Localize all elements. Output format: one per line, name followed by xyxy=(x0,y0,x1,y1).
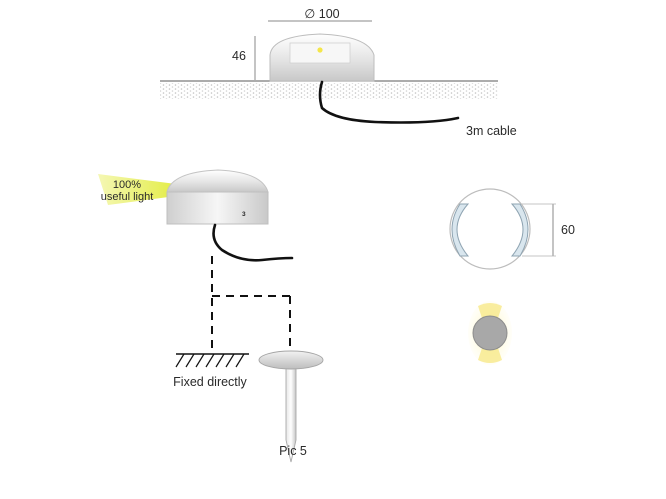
left-section: 100% useful light 3 Fixed directly xyxy=(98,169,324,463)
glow-bottom-beam xyxy=(478,348,502,363)
light-beam xyxy=(98,174,176,205)
top-view-right-lens xyxy=(510,203,529,257)
cable-label: 3m cable xyxy=(466,124,517,138)
glow-top-beam xyxy=(478,303,502,318)
top-view-ring xyxy=(449,188,531,270)
light-label-line1: 100% xyxy=(113,179,141,191)
diameter-label: ∅ 100 xyxy=(304,7,339,21)
light-label-line2: useful light xyxy=(101,191,154,203)
width-label: 60 xyxy=(561,223,575,237)
right-section: 60 xyxy=(449,188,575,365)
glow-fixture-body xyxy=(472,315,508,351)
top-fixture-lens xyxy=(289,42,351,64)
pic-label: Pic 5 xyxy=(279,444,307,458)
spike-disc xyxy=(258,350,324,370)
ground-texture xyxy=(160,83,498,99)
top-fixture-led xyxy=(317,47,323,53)
fixed-directly-label: Fixed directly xyxy=(173,375,247,389)
top-view-left-lens xyxy=(451,203,470,257)
side-fixture-dome xyxy=(166,169,269,193)
top-section: ∅ 100 46 3m cable xyxy=(160,7,517,138)
side-fixture-body xyxy=(166,191,269,225)
fixed-ground-hatch xyxy=(175,353,245,368)
dashed-mounting-lines xyxy=(211,256,291,352)
height-label: 46 xyxy=(232,49,246,63)
top-cable xyxy=(318,80,460,124)
fixture-mark: 3 xyxy=(242,211,246,218)
side-cable xyxy=(212,223,294,262)
